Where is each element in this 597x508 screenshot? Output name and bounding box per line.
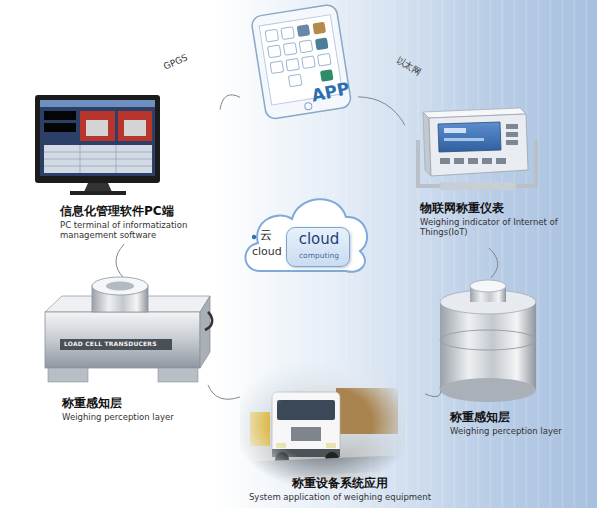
- ring-top: [92, 277, 148, 295]
- indicator-buttons: [440, 124, 518, 164]
- node-subtitle: System application of weighing equipment: [240, 493, 440, 503]
- perception-layer: 称重感知层 Weighing perception layer: [38, 278, 208, 428]
- connector-line: [116, 244, 124, 278]
- app-icon: [297, 24, 311, 37]
- screen-bar: [444, 128, 466, 133]
- node-subtitle: cloud: [252, 246, 288, 259]
- monitor-stand: [84, 183, 112, 192]
- node-subtitle: Weighing perception layer: [450, 427, 565, 437]
- pc-terminal: 信息化管理软件PC端 PC terminal of informatization…: [30, 92, 220, 244]
- cloud-shape: 云cloudcloudcomputing: [238, 183, 373, 283]
- app-icon: [315, 38, 329, 51]
- indicator-screen: [438, 122, 501, 152]
- bullet-dot: [252, 235, 256, 239]
- node-title: 称重感知层: [450, 411, 565, 425]
- cell-foot: [158, 368, 198, 382]
- node-title: 称重设备系统应用: [240, 477, 440, 491]
- phone-body: [251, 4, 352, 120]
- monitor-base: [70, 191, 126, 195]
- truck-light: [326, 443, 336, 448]
- app-icon: [320, 69, 334, 82]
- node-subtitle: PC terminal of informatization managemen…: [60, 221, 210, 241]
- screen-table: [44, 145, 152, 173]
- indicator-bracket: [418, 140, 536, 186]
- pc-monitor: [35, 95, 160, 195]
- neck-top: [470, 280, 506, 292]
- perception-layer: 称重感知层 Weighing perception layer: [425, 278, 565, 443]
- screen-readout: [44, 111, 76, 120]
- connector-line: [358, 97, 405, 126]
- weighing-indicator: [418, 108, 536, 190]
- app-phone: APP: [240, 5, 358, 117]
- home-button: [304, 102, 312, 110]
- node-title: 物联网称重仪表: [420, 202, 560, 216]
- screen-truck: [86, 120, 108, 136]
- connector-line: [208, 385, 240, 399]
- system-application: 称重设备系统应用 System application of weighing e…: [240, 362, 440, 507]
- cylinder-body: [440, 302, 536, 390]
- cell-foot: [48, 368, 88, 382]
- screen-titlebar: [40, 100, 155, 107]
- bridge-load-cell: [45, 277, 212, 382]
- connector-line: [425, 387, 441, 397]
- truck-grille: [291, 427, 321, 441]
- screen-camera: [118, 111, 152, 141]
- cell-nameplate: [60, 339, 172, 350]
- node-title: APP: [310, 78, 357, 106]
- phone-illustration: [251, 4, 352, 120]
- truck-cab: [272, 392, 340, 454]
- connector-line: [489, 248, 498, 278]
- truck-light: [276, 443, 286, 448]
- cloud-path: [245, 199, 367, 272]
- ring-hole: [106, 282, 134, 291]
- indicator-front: [429, 114, 528, 176]
- cell-side: [200, 296, 210, 368]
- photo-sky: [240, 362, 405, 484]
- app-icon-grid: [265, 22, 333, 90]
- monitor-screen: [40, 100, 155, 176]
- cylinder-bottom: [440, 378, 536, 402]
- iot-indicator: 物联网称重仪表 Weighing indicator of Internet of…: [405, 100, 565, 248]
- node-title: 信息化管理软件PC端: [60, 205, 220, 219]
- screen-readout: [44, 123, 76, 132]
- screen-truck: [124, 120, 146, 136]
- app-icon: [312, 22, 326, 35]
- cylinder-groove: [440, 330, 536, 350]
- connector-line: [220, 95, 240, 110]
- yellow-vehicle: [250, 412, 270, 446]
- table-lines: [44, 145, 152, 173]
- cloud-computing-box: cloud computing: [286, 227, 350, 267]
- column-load-cell: [440, 280, 536, 402]
- truck-photo: [240, 362, 405, 484]
- truck-windshield: [277, 400, 335, 420]
- indicator-base: [440, 182, 516, 190]
- screen-camera: [80, 111, 115, 141]
- truck-cargo: [336, 388, 398, 434]
- node-subtitle: Weighing perception layer: [62, 413, 202, 423]
- node-title: cloud: [287, 231, 351, 248]
- part-label: LOAD CELL TRANSDUCERS: [64, 340, 157, 347]
- node-title: 云: [260, 229, 282, 243]
- cell-cable: [205, 312, 212, 330]
- node-subtitle: computing: [287, 252, 351, 261]
- cell-body: [45, 312, 200, 368]
- node-subtitle: Weighing indicator of Internet of Things…: [420, 218, 560, 238]
- screen-bar: [444, 138, 484, 141]
- monitor-bezel: [35, 95, 160, 183]
- node-title: 称重感知层: [62, 397, 202, 411]
